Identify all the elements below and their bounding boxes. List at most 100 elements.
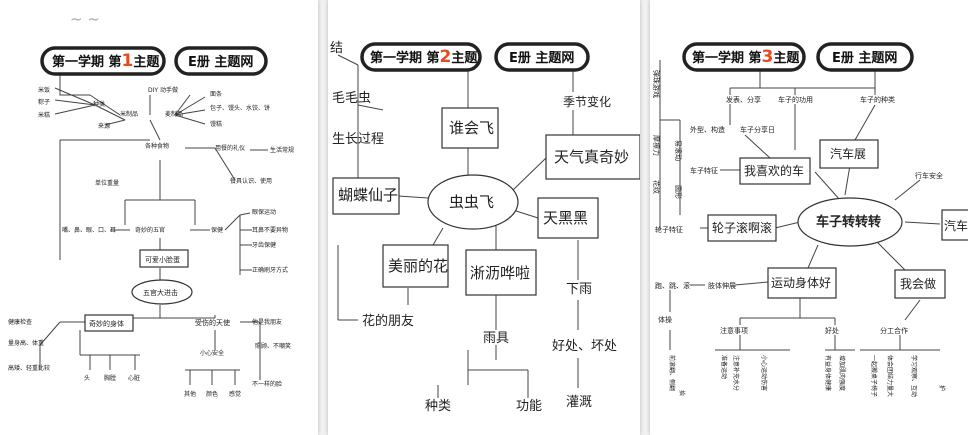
label-feeling: 感觉 [229, 390, 241, 398]
node-dark-night [537, 197, 599, 239]
label-texture: 花纹 [652, 180, 661, 194]
header-p2-left: 第一学期 第2主题 [370, 47, 478, 67]
label-health: 保健 [211, 226, 223, 234]
node-injured-angel: 受伤的天使 [195, 318, 230, 327]
label-muscle: 增加肌肉强度 [838, 355, 846, 391]
label-shape-structure: 外型、构造 [690, 125, 725, 134]
label-color: 颜色 [206, 390, 218, 398]
label-car-feature: 车子特征 [690, 166, 718, 175]
label-ear-nose: 耳鼻不要异物 [252, 226, 288, 234]
label-five-senses: 奇妙的五官 [135, 226, 165, 234]
label-stretch: 肢体伸展 [708, 281, 736, 290]
header-p1-left: 第一学期 第1主题 [52, 51, 160, 71]
label-senses-list: 嘴、鼻、眼、口、耳 [62, 226, 116, 234]
label-tableware: 餐具认识、使用 [230, 177, 272, 185]
node-beautiful-flower-label: 美丽的花 [388, 257, 448, 275]
node-who-flies [441, 107, 499, 149]
label-marble-game: 弹珠游戏 [652, 70, 661, 98]
label-care: 照顾、不嘲笑 [255, 342, 291, 350]
node-dark-night-label: 天黑黑 [543, 209, 588, 227]
header-p3-left: 第一学期 第3主题 [692, 47, 800, 67]
node-butterfly [332, 177, 400, 215]
label-unity: 体会团结力量大 [886, 355, 894, 397]
label-wheat-products: 麦制品 [165, 110, 183, 118]
mindmap-panel-1: 第一学期 第1主题 E册 主题网 ~ ~ 米饭 粽子 米糕 种类 来源 米制品 … [0, 0, 318, 435]
label-buns: 包子、馒头、水饺、饼 [210, 104, 270, 112]
node-sport-health-label: 运动身体好 [771, 275, 831, 290]
label-noodles: 面条 [210, 90, 222, 98]
label-my-friend: 他是我朋友 [252, 318, 282, 326]
node-center-label: 车子转转转 [816, 214, 881, 230]
header-pill-left [40, 46, 166, 76]
label-checkup: 健康检查 [8, 318, 32, 326]
label-routine: 生活常规 [270, 146, 294, 154]
top-doodle: ~ ~ [70, 10, 100, 28]
label-rain-gear: 雨具 [483, 331, 509, 346]
label-run-jump: 跑、跳、滚 [655, 281, 690, 290]
node-rain-sound-label: 淅沥哗啦 [470, 264, 530, 282]
node-butterfly-label: 蝴蝶仙子 [338, 186, 398, 204]
label-kinds: 种类 [425, 399, 451, 414]
node-rain-sound [465, 249, 537, 296]
label-heart: 心脏 [128, 374, 140, 382]
node-who-flies-label: 谁会飞 [449, 119, 494, 137]
label-kind: 种类 [93, 100, 105, 108]
label-growth: 生长过程 [332, 132, 384, 147]
label-chest: 胸膛 [104, 374, 116, 382]
label-zongzi: 粽子 [38, 98, 50, 106]
label-observe: 学习观察、互动 [910, 355, 918, 397]
label-brushing: 正确刷牙方式 [252, 266, 288, 274]
label-different-face: 不一样的脸 [252, 380, 282, 388]
label-other: 其他 [184, 390, 196, 398]
label-rice-products: 米制品 [120, 110, 138, 118]
label-rolls: 前滚翻、侧翻 [668, 355, 676, 391]
label-move-chairs: 一起搬桌子椅子 [870, 355, 878, 397]
label-flower-friends: 花的朋友 [362, 313, 414, 329]
node-center-label: 五官大进击 [143, 288, 178, 297]
node-amazing-body [84, 314, 134, 332]
node-lovely-face-label: 可爱小脸蛋 [145, 255, 180, 264]
label-rain: 下雨 [566, 282, 592, 297]
label-table-manners: 用餐的礼仪 [215, 144, 245, 152]
node-lovely-face [139, 249, 189, 268]
label-lift: 抬 [678, 390, 686, 396]
mindmap-panel-2: 第一学期 第2主题 E册 主题网 结 毛毛虫 生长过程 季节变化 谁会飞 天气真… [328, 0, 640, 435]
label-warmup: 准备运动 [720, 355, 728, 379]
label-round: 圆形 [674, 185, 682, 199]
label-friction: 摩擦力 [652, 135, 661, 156]
node-car-right [941, 209, 968, 241]
node-weather-label: 天气真奇妙 [554, 148, 629, 166]
node-wheel-roll-label: 轮子滚啊滚 [712, 220, 772, 235]
label-car-types: 车子的种类 [860, 95, 895, 104]
label-protect: 护 [938, 385, 946, 391]
header-p3-right: E册 主题网 [832, 50, 897, 66]
label-jie: 结 [330, 41, 343, 56]
header-pill-left [682, 42, 806, 72]
node-i-can-do [894, 269, 946, 299]
mindmap-1-svg: 第一学期 第1主题 E册 主题网 ~ ~ 米饭 粽子 米糕 种类 来源 米制品 … [8, 10, 294, 398]
label-pros-cons: 好处、坏处 [552, 339, 617, 354]
label-season-change: 季节变化 [563, 94, 611, 109]
label-source: 来源 [98, 122, 110, 130]
label-cake: 馒糕 [210, 120, 222, 128]
label-diy: DIY 动手做 [148, 86, 178, 94]
label-teeth: 牙齿保健 [252, 241, 276, 249]
header-pill-right [174, 46, 268, 76]
node-amazing-body-label: 奇妙的身体 [89, 319, 124, 328]
label-head: 头 [84, 374, 90, 382]
header-pill-right [494, 42, 590, 72]
label-irrigation: 灌溉 [566, 395, 592, 410]
node-center-five-senses [131, 279, 193, 305]
label-eye-exercise: 眼保运动 [252, 208, 276, 216]
header-p1-right: E册 主题网 [188, 54, 253, 70]
node-center-label: 虫虫飞 [449, 193, 494, 211]
node-car-show-label: 汽车展 [830, 146, 866, 161]
node-i-can-do-label: 我会做 [900, 276, 936, 291]
label-unit-weight: 单位重量 [95, 179, 119, 187]
mindmap-panel-3: 第一学期 第3主题 E册 主题网 弹珠游戏 摩擦力 花纹 易滚动 圆形 发表、分… [650, 0, 968, 435]
node-center-bugs-fly [427, 174, 519, 230]
label-compare: 高矮、轻重比较 [8, 364, 50, 372]
node-car-right-label: 汽车 [944, 218, 968, 233]
node-favorite-car-label: 我喜欢的车 [744, 163, 804, 178]
node-car-show [819, 139, 879, 169]
